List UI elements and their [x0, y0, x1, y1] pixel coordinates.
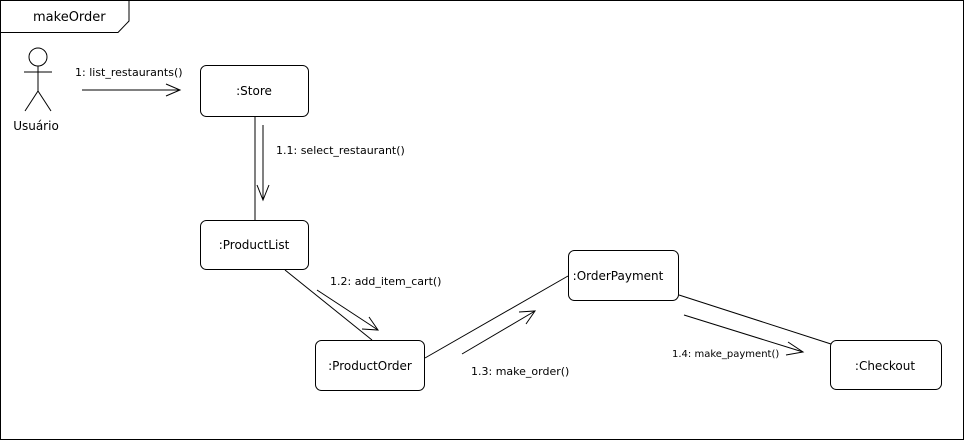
- actor-left-leg: [24, 90, 39, 112]
- object-productlist-label: :ProductList: [219, 238, 290, 252]
- link-productlist-productorder: [284, 269, 373, 341]
- frame-title: makeOrder: [33, 10, 106, 25]
- link-orderpayment-checkout: [678, 294, 832, 345]
- object-productorder-box: [315, 340, 425, 391]
- object-store[interactable]: :Store: [200, 65, 309, 117]
- object-productlist[interactable]: :ProductList: [200, 220, 309, 270]
- object-productlist-box: [200, 220, 309, 270]
- message-11-arrowhead: [256, 184, 270, 202]
- object-productorder[interactable]: :ProductOrder: [315, 340, 425, 391]
- message-make-order: 1.3: make_order(): [461, 310, 569, 378]
- message-1-arrowhead: [165, 83, 182, 97]
- message-14-arrowhead: [785, 341, 805, 356]
- message-list-restaurants: 1: list_restaurants(): [75, 66, 183, 97]
- object-store-label: :Store: [236, 84, 272, 98]
- message-12-arrow-line: [316, 289, 379, 331]
- message-12-arrowhead: [361, 316, 379, 331]
- object-orderpayment-box: [568, 250, 679, 301]
- actor-name: Usuário: [13, 119, 59, 133]
- message-14-arrow-line: [683, 314, 804, 353]
- message-14-label: 1.4: make_payment(): [672, 349, 779, 360]
- actor-head: [28, 47, 48, 67]
- object-store-box: [200, 65, 309, 117]
- object-productorder-label: :ProductOrder: [328, 359, 412, 373]
- actor-usuario[interactable]: Usuário: [13, 47, 59, 133]
- message-12-label: 1.2: add_item_cart(): [330, 275, 441, 288]
- message-select-restaurant: 1.1: select_restaurant(): [256, 125, 405, 202]
- object-checkout-box: [830, 340, 942, 390]
- message-make-payment: 1.4: make_payment(): [672, 314, 805, 360]
- actor-right-leg: [37, 90, 52, 112]
- object-checkout[interactable]: :Checkout: [830, 340, 942, 390]
- frame-title-tab: [0, 0, 130, 33]
- message-13-arrowhead: [518, 310, 536, 325]
- link-productorder-orderpayment: [424, 275, 569, 359]
- message-11-label: 1.1: select_restaurant(): [276, 144, 405, 157]
- message-1-label: 1: list_restaurants(): [75, 66, 183, 79]
- message-13-arrow-line: [461, 310, 536, 355]
- object-checkout-label: :Checkout: [855, 359, 915, 373]
- object-orderpayment-label: :OrderPayment: [573, 269, 664, 283]
- message-add-item-cart: 1.2: add_item_cart(): [316, 275, 441, 331]
- message-13-label: 1.3: make_order(): [471, 365, 569, 378]
- object-orderpayment[interactable]: :OrderPayment: [568, 250, 679, 301]
